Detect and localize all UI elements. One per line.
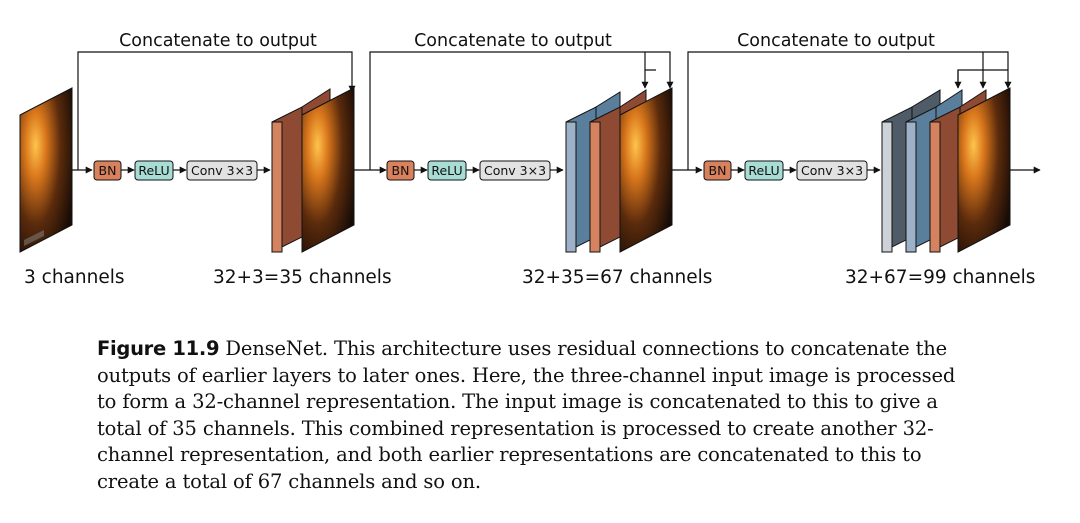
relu-label: ReLU xyxy=(138,163,169,178)
skip-connection-2 xyxy=(369,51,674,170)
caption-text: DenseNet. This architecture uses residua… xyxy=(97,337,956,493)
op-group-3: BN ReLU Conv 3×3 xyxy=(703,160,881,181)
feature-stack-35 xyxy=(271,87,355,253)
concat-label-3: Concatenate to output xyxy=(737,31,935,51)
bn-label: BN xyxy=(99,163,117,178)
conv-label: Conv 3×3 xyxy=(191,163,253,178)
stage-label-1: 3 channels xyxy=(24,267,125,288)
skip-connection-1 xyxy=(77,51,356,170)
figure-label: Figure 11.9 xyxy=(97,337,220,360)
concat-label-2: Concatenate to output xyxy=(414,31,612,51)
svg-text:ReLU: ReLU xyxy=(431,163,462,178)
stage-label-3: 32+35=67 channels xyxy=(522,267,712,288)
svg-text:BN: BN xyxy=(392,163,410,178)
concat-label-1: Concatenate to output xyxy=(119,31,317,51)
op-group-1: BN ReLU Conv 3×3 xyxy=(93,160,271,181)
figure-caption: Figure 11.9 DenseNet. This architecture … xyxy=(97,336,977,495)
svg-text:BN: BN xyxy=(709,163,727,178)
feature-stack-99 xyxy=(881,87,1011,253)
input-image xyxy=(19,87,73,253)
feature-stack-67 xyxy=(565,87,673,253)
svg-text:Conv 3×3: Conv 3×3 xyxy=(801,163,863,178)
densenet-diagram: Concatenate to output BN ReLU Conv 3×3 C… xyxy=(19,31,1041,288)
stage-label-4: 32+67=99 channels xyxy=(845,267,1035,288)
op-group-2: BN ReLU Conv 3×3 xyxy=(386,160,564,181)
svg-text:Conv 3×3: Conv 3×3 xyxy=(484,163,546,178)
svg-text:ReLU: ReLU xyxy=(748,163,779,178)
stage-label-2: 32+3=35 channels xyxy=(213,267,392,288)
